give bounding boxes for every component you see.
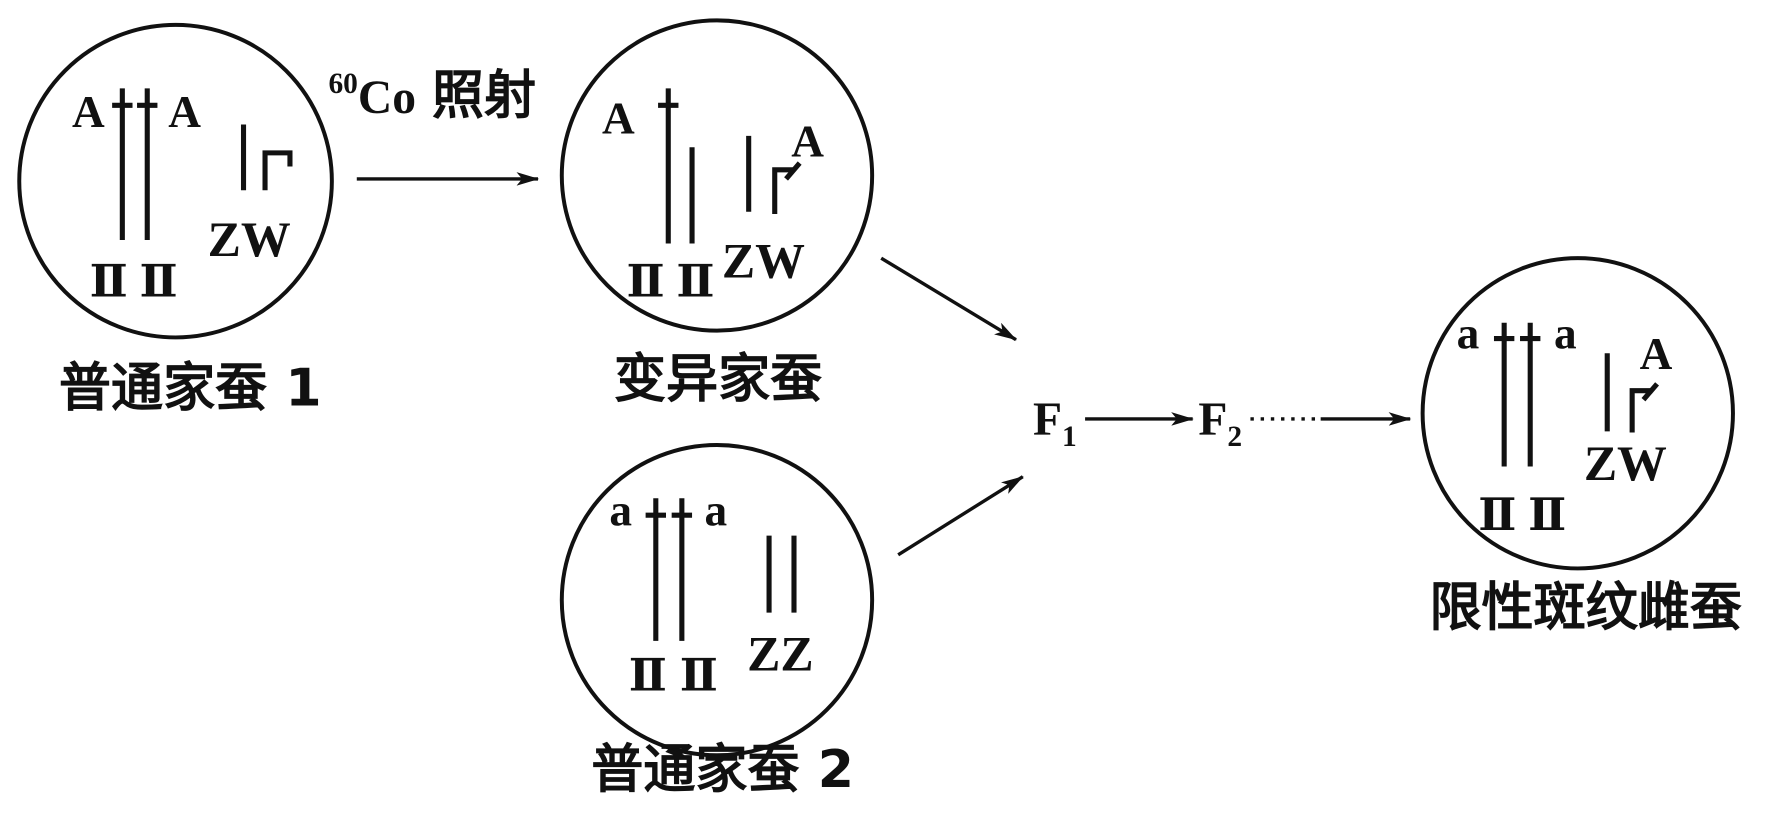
w-chromosome-with-translocation <box>772 167 794 215</box>
allele-label-right: a <box>1554 309 1577 359</box>
sex-chromosome-label: ZW <box>722 233 805 288</box>
autosome-number-right: Ⅱ <box>676 254 714 308</box>
cell-outline <box>559 18 875 333</box>
generation-subscript: 2 <box>1227 421 1242 453</box>
sex-chromosome-label: ZW <box>1584 436 1667 491</box>
caption-result: 限性斑纹雌蚕 <box>1429 578 1742 638</box>
generation-letter: F <box>1198 394 1227 446</box>
allele-label-left: a <box>1457 309 1480 359</box>
cell-normal-1: A A Ⅱ Ⅱ ZW <box>17 22 334 340</box>
autosome-number-right: Ⅱ <box>1528 487 1566 541</box>
isotope-mass-number: 60 <box>328 68 357 100</box>
sex-chromosome-label: ZW <box>208 212 291 267</box>
generation-letter: F <box>1033 394 1062 446</box>
arrow-mutant-to-f1 <box>880 256 1017 342</box>
autosome-number-left: Ⅱ <box>627 254 665 308</box>
allele-label-w: A <box>1640 329 1673 379</box>
w-chromosome <box>262 150 293 191</box>
caption-mutant: 变异家蚕 <box>614 349 822 409</box>
allele-label-left: A <box>72 87 105 137</box>
allele-label-left: a <box>609 485 632 535</box>
translocated-segment <box>1641 382 1660 402</box>
generation-f2: F2 <box>1198 394 1242 453</box>
generation-subscript: 1 <box>1062 421 1077 453</box>
allele-label-w: A <box>791 116 824 166</box>
arrow-normal2-to-f1 <box>897 475 1024 557</box>
allele-label-right: A <box>168 87 201 137</box>
allele-label-right: a <box>705 485 728 535</box>
autosome-number-right: Ⅱ <box>139 254 177 308</box>
w-chromosome-with-translocation <box>1629 388 1652 433</box>
generation-f1: F1 <box>1033 394 1077 453</box>
cell-mutant: A Ⅱ Ⅱ A ZW <box>559 18 875 333</box>
irradiation-action: 照射 <box>432 66 536 126</box>
cell-outline <box>17 22 334 340</box>
irradiation-label: 60Co 照射 <box>328 66 536 126</box>
autosome-number-left: Ⅱ <box>1478 487 1516 541</box>
translocated-segment <box>784 161 802 181</box>
cell-normal-2: a a Ⅱ Ⅱ ZZ <box>559 443 875 758</box>
cell-outline <box>1420 256 1735 571</box>
autosome-number-left: Ⅱ <box>629 648 667 702</box>
caption-normal-1: 普通家蚕 1 <box>59 358 322 418</box>
isotope-element: Co <box>358 72 416 124</box>
sex-chromosome-label: ZZ <box>747 626 813 681</box>
autosome-number-right: Ⅱ <box>680 648 718 702</box>
cell-result: a a Ⅱ Ⅱ A ZW <box>1420 256 1735 571</box>
allele-label-autosome: A <box>602 94 635 144</box>
cell-outline <box>559 443 875 758</box>
autosome-number-left: Ⅱ <box>90 254 128 308</box>
caption-normal-2: 普通家蚕 2 <box>591 740 854 800</box>
